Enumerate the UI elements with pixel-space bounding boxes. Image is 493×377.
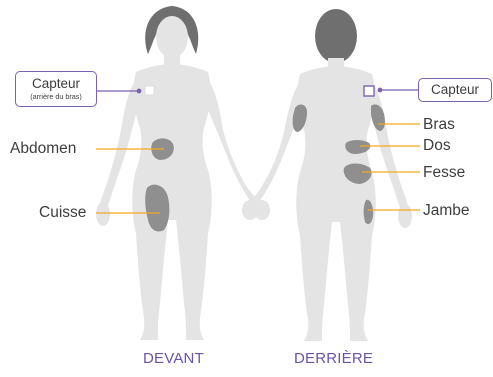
front-figure <box>96 6 270 340</box>
back-site-label-bras: Bras <box>423 117 455 133</box>
front-left-hand <box>96 202 110 226</box>
back-head <box>315 9 357 63</box>
back-site-label-fesse: Fesse <box>423 165 465 181</box>
back-site-label-dos: Dos <box>423 138 451 154</box>
front-torso-legs <box>132 64 212 340</box>
back-site-arm-right <box>371 104 385 131</box>
back-site-label-jambe: Jambe <box>423 203 470 219</box>
front-view-label: DEVANT <box>143 350 204 367</box>
back-torso-legs <box>296 66 376 341</box>
front-head <box>156 16 188 58</box>
front-site-label-abdomen: Abdomen <box>10 141 76 157</box>
back-right-hand <box>398 204 412 228</box>
back-sensor-label: Capteur <box>419 83 491 97</box>
back-figure <box>242 9 412 341</box>
back-left-hand <box>242 200 258 220</box>
front-sensor-dot <box>137 89 142 94</box>
front-sensor-label: Capteur <box>16 77 96 91</box>
front-site-label-thigh: Cuisse <box>39 205 86 221</box>
front-sensor-callout: Capteur (arrière du bras) <box>15 71 97 107</box>
back-sensor-marker <box>364 86 374 96</box>
back-sensor-callout: Capteur <box>418 78 492 102</box>
back-view-label: DERRIÈRE <box>294 350 373 367</box>
back-sensor-dot <box>378 88 383 93</box>
front-right-arm <box>204 76 262 208</box>
front-sensor-sublabel: (arrière du bras) <box>16 93 96 100</box>
front-sensor-marker <box>145 86 154 95</box>
back-left-arm <box>248 78 304 208</box>
